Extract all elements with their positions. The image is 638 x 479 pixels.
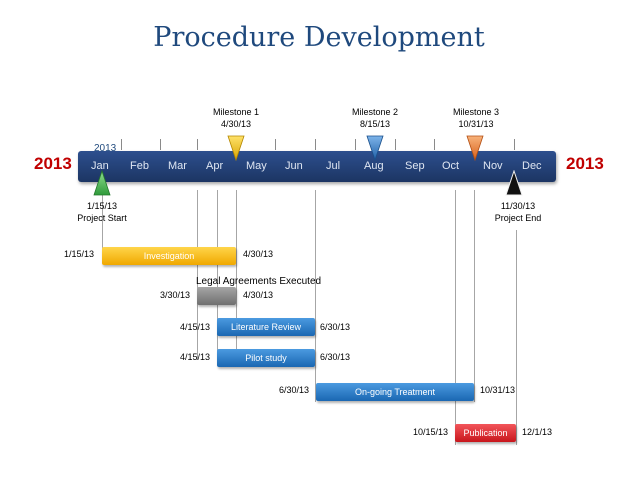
guide-line-apr30 [236, 190, 237, 360]
month-aug: Aug [364, 160, 384, 172]
publication-label: Publication [463, 428, 508, 438]
guide-line-mar30 [197, 190, 198, 360]
milestone-3-label: Milestone 3 10/31/13 [431, 106, 521, 130]
investigation-bar: Investigation [102, 247, 236, 265]
milestone-3-date: 10/31/13 [458, 119, 494, 129]
milestone-2-marker-icon [366, 135, 384, 161]
milestone-2-label: Milestone 2 8/15/13 [330, 106, 420, 130]
legal-agreements-end-date: 4/30/13 [243, 290, 274, 300]
month-jan: Jan [91, 160, 109, 172]
guide-line-apr15 [217, 190, 218, 360]
month-tick [434, 139, 435, 150]
project-end-label: 11/30/13 Project End [473, 200, 563, 224]
month-may: May [246, 160, 267, 172]
month-tick [121, 139, 122, 150]
month-dec: Dec [522, 160, 542, 172]
literature-review-label: Literature Review [230, 322, 302, 332]
milestone-1-marker-icon [227, 135, 245, 161]
pilot-study-label: Pilot study [245, 353, 287, 363]
timeline-year: 2013 [94, 143, 117, 154]
project-end-marker-icon [505, 170, 523, 196]
project-end-date: 11/30/13 [500, 201, 536, 211]
project-start-label: 1/15/13 Project Start [57, 200, 147, 224]
month-tick [514, 139, 515, 150]
month-jun: Jun [285, 160, 303, 172]
guide-line-jun30 [315, 190, 316, 402]
legal-agreements-start-date: 3/30/13 [160, 290, 191, 300]
publication-start-date: 10/15/13 [413, 427, 449, 437]
year-label-left: 2013 [34, 154, 72, 173]
milestone-1-name: Milestone 1 [212, 107, 260, 117]
investigation-label: Investigation [143, 251, 195, 261]
month-feb: Feb [130, 160, 149, 172]
pilot-study-start-date: 4/15/13 [180, 352, 211, 362]
literature-review-end-date: 6/30/13 [320, 322, 351, 332]
guide-line-oct31 [474, 190, 475, 402]
month-apr: Apr [206, 160, 224, 172]
pilot-study-bar: Pilot study [217, 349, 315, 367]
publication-end-date: 12/1/13 [522, 427, 553, 437]
milestone-2-date: 8/15/13 [359, 119, 391, 129]
year-label-right: 2013 [566, 154, 604, 173]
legal-agreements-label: Legal Agreements Executed [196, 276, 322, 287]
month-tick [315, 139, 316, 150]
literature-review-start-date: 4/15/13 [180, 322, 211, 332]
milestone-3-marker-icon [466, 135, 484, 161]
month-sep: Sep [405, 160, 425, 172]
ongoing-treatment-start-date: 6/30/13 [279, 385, 310, 395]
guide-line-oct15 [455, 190, 456, 445]
ongoing-treatment-bar: On-going Treatment [316, 383, 474, 401]
month-oct: Oct [442, 160, 460, 172]
pilot-study-end-date: 6/30/13 [320, 352, 351, 362]
publication-bar: Publication [455, 424, 516, 442]
month-nov: Nov [483, 160, 503, 172]
project-end-name: Project End [494, 213, 542, 223]
literature-review-bar: Literature Review [217, 318, 315, 336]
project-start-name: Project Start [77, 213, 127, 223]
month-tick [197, 139, 198, 150]
month-tick [395, 139, 396, 150]
project-start-date: 1/15/13 [86, 201, 118, 211]
ongoing-treatment-label: On-going Treatment [354, 387, 436, 397]
month-tick [160, 139, 161, 150]
month-mar: Mar [168, 160, 187, 172]
milestone-1-label: Milestone 1 4/30/13 [191, 106, 281, 130]
milestone-1-date: 4/30/13 [220, 119, 252, 129]
month-tick [275, 139, 276, 150]
investigation-start-date: 1/15/13 [64, 249, 95, 259]
legal-agreements-bar [197, 287, 236, 305]
page-title: Procedure Development [153, 22, 485, 53]
project-start-marker-icon [93, 170, 111, 196]
ongoing-treatment-end-date: 10/31/13 [480, 385, 516, 395]
guide-line-dec1 [516, 230, 517, 445]
guide-line-start [102, 190, 103, 262]
investigation-end-date: 4/30/13 [243, 249, 274, 259]
milestone-2-name: Milestone 2 [351, 107, 399, 117]
month-tick [355, 139, 356, 150]
milestone-3-name: Milestone 3 [452, 107, 500, 117]
month-jul: Jul [326, 160, 341, 172]
